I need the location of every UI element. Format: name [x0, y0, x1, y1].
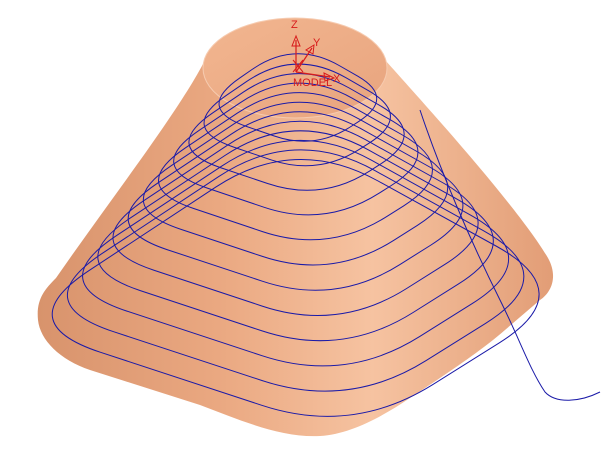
toolpath-contour: [218, 53, 378, 142]
toolpath-contour: [158, 92, 433, 241]
toolpath-contour: [173, 82, 419, 216]
toolpath-contour: [142, 101, 449, 266]
model-top-face[interactable]: [202, 17, 388, 119]
toolpath-contour: [97, 130, 494, 342]
model-triad: Z Y X MODEL: [291, 19, 341, 89]
triad-x-label: X: [333, 73, 341, 85]
toolpath-contour: [82, 139, 509, 367]
triad-origin-label: MODEL: [293, 77, 332, 89]
toolpath-contour: [127, 111, 464, 291]
triad-y-label: Y: [313, 37, 321, 49]
toolpath-contour: [203, 63, 391, 167]
toolpath-contour: [112, 120, 479, 316]
model-body[interactable]: [37, 60, 554, 437]
toolpath-lead-line: [419, 109, 601, 401]
toolpath: [51, 53, 540, 417]
toolpath-contour: [51, 159, 540, 417]
toolpath-contour: [66, 149, 525, 392]
triad-z-label: Z: [291, 19, 298, 31]
